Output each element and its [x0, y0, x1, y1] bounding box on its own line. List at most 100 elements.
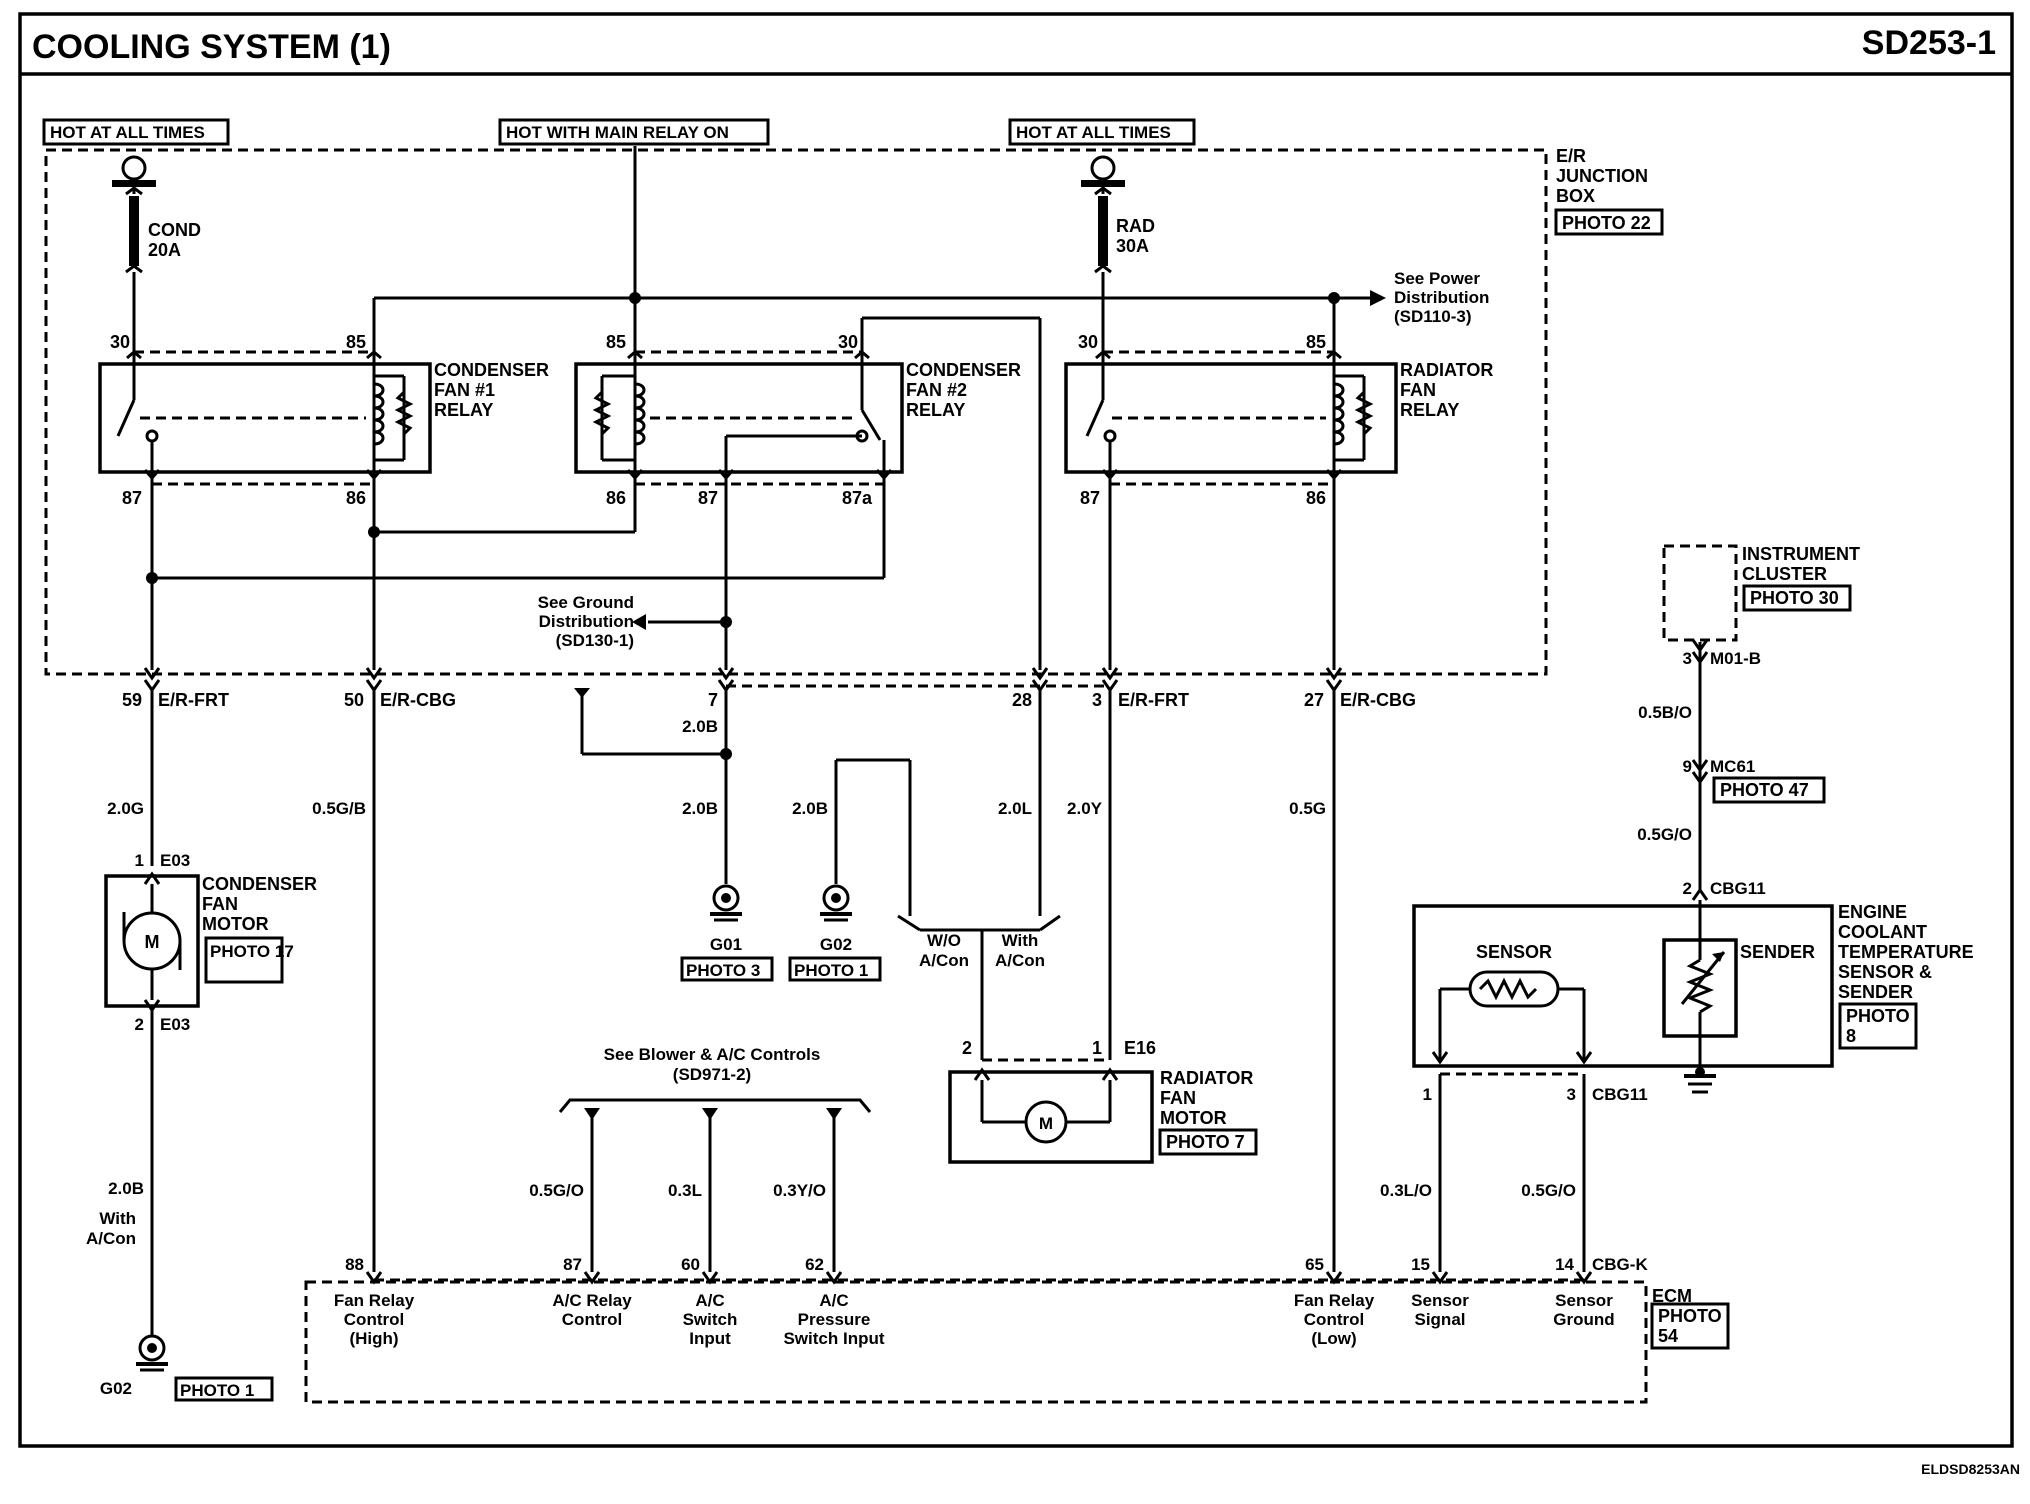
svg-text:PHOTO: PHOTO — [1658, 1306, 1722, 1326]
svg-text:15: 15 — [1411, 1255, 1430, 1274]
fuse-cond-20a: COND 20A — [112, 155, 201, 274]
connector-mc61: 9 MC61 PHOTO 47 — [1683, 757, 1826, 804]
svg-text:PHOTO: PHOTO — [1846, 1006, 1910, 1026]
svg-text:30: 30 — [110, 332, 130, 352]
svg-text:MC61: MC61 — [1710, 757, 1755, 776]
svg-text:See Blower & A/C Controls: See Blower & A/C Controls — [604, 1045, 821, 1064]
svg-text:MOTOR: MOTOR — [1160, 1108, 1227, 1128]
condenser-fan-2-relay: 85 30 86 87 87a CONDENSER FAN #2 RELAY — [574, 332, 1021, 508]
svg-text:Distribution: Distribution — [1394, 288, 1489, 307]
svg-text:CBG-K: CBG-K — [1592, 1255, 1648, 1274]
er-junction-box-outline — [44, 148, 1548, 676]
condenser-fan-1-relay: 30 85 87 86 CONDENSER FAN #1 RELAY — [98, 332, 549, 508]
svg-text:W/O: W/O — [927, 931, 961, 950]
svg-text:RELAY: RELAY — [1400, 400, 1459, 420]
svg-text:M: M — [1039, 1114, 1053, 1133]
svg-text:RELAY: RELAY — [434, 400, 493, 420]
svg-text:See Power: See Power — [1394, 269, 1480, 288]
svg-text:85: 85 — [606, 332, 626, 352]
lower-wiring — [150, 642, 1702, 1336]
svg-text:8: 8 — [1846, 1026, 1856, 1046]
svg-text:86: 86 — [346, 488, 366, 508]
svg-text:FAN: FAN — [202, 894, 238, 914]
instrument-cluster: INSTRUMENT CLUSTER PHOTO 30 3 M01-B — [1662, 544, 1860, 668]
svg-text:30: 30 — [1078, 332, 1098, 352]
svg-text:28: 28 — [1012, 690, 1032, 710]
svg-text:SENSOR &: SENSOR & — [1838, 962, 1932, 982]
svg-text:E03: E03 — [160, 851, 190, 870]
svg-text:Control: Control — [562, 1310, 622, 1329]
svg-text:G02: G02 — [100, 1379, 132, 1398]
svg-text:87: 87 — [122, 488, 142, 508]
svg-text:E03: E03 — [160, 1015, 190, 1034]
svg-text:RAD: RAD — [1116, 216, 1155, 236]
svg-text:54: 54 — [1658, 1326, 1678, 1346]
svg-text:PHOTO 47: PHOTO 47 — [1720, 780, 1809, 800]
svg-text:7: 7 — [708, 690, 718, 710]
figure-id: ELDSD8253AN — [1921, 1461, 2020, 1477]
svg-text:0.3L/O: 0.3L/O — [1380, 1181, 1432, 1200]
svg-text:3: 3 — [1092, 690, 1102, 710]
svg-text:20A: 20A — [148, 240, 181, 260]
svg-text:0.5B/O: 0.5B/O — [1638, 703, 1692, 722]
radiator-fan-motor: M 2 1 E16 RADIATOR FAN MOTOR PHOTO 7 — [948, 1038, 1258, 1164]
svg-text:CONDENSER: CONDENSER — [202, 874, 317, 894]
ground-g02: G02 PHOTO 1 — [788, 884, 882, 982]
svg-text:With: With — [99, 1209, 136, 1228]
hot-with-main-relay-on: HOT WITH MAIN RELAY ON — [506, 123, 729, 142]
hot-main-relay-box — [498, 118, 770, 146]
svg-text:E/R-CBG: E/R-CBG — [380, 690, 456, 710]
svg-text:2: 2 — [962, 1038, 972, 1058]
ect-sensor-sender: ENGINE COOLANT TEMPERATURE SENSOR & SEND… — [1412, 900, 1974, 1104]
svg-text:M01-B: M01-B — [1710, 649, 1761, 668]
svg-text:Signal: Signal — [1414, 1310, 1465, 1329]
svg-text:14: 14 — [1555, 1255, 1574, 1274]
svg-text:CONDENSER: CONDENSER — [906, 360, 1021, 380]
svg-text:A/Con: A/Con — [995, 951, 1045, 970]
svg-text:65: 65 — [1305, 1255, 1324, 1274]
svg-text:G02: G02 — [820, 935, 852, 954]
svg-text:0.5G/O: 0.5G/O — [1521, 1181, 1576, 1200]
svg-text:E16: E16 — [1124, 1038, 1156, 1058]
svg-text:INSTRUMENT: INSTRUMENT — [1742, 544, 1860, 564]
ecm: ECM PHOTO 54 — [304, 1280, 1730, 1404]
photo-22-box — [1554, 208, 1664, 236]
svg-text:(High): (High) — [349, 1329, 398, 1348]
svg-text:A/C: A/C — [695, 1291, 724, 1310]
svg-text:RELAY: RELAY — [906, 400, 965, 420]
svg-text:CBG11: CBG11 — [1592, 1085, 1648, 1104]
svg-text:A/Con: A/Con — [86, 1229, 136, 1248]
junction-box-label: E/R JUNCTION BOX PHOTO 22 — [1554, 146, 1664, 236]
ground-g02-left: G02 PHOTO 1 — [100, 1334, 274, 1402]
svg-text:0.5G/B: 0.5G/B — [312, 799, 366, 818]
svg-text:A/Con: A/Con — [919, 951, 969, 970]
svg-text:30: 30 — [838, 332, 858, 352]
svg-text:86: 86 — [1306, 488, 1326, 508]
radiator-fan-relay: 30 85 87 86 RADIATOR FAN RELAY — [1064, 332, 1493, 508]
svg-text:PHOTO 1: PHOTO 1 — [794, 961, 868, 980]
svg-text:COND: COND — [148, 220, 201, 240]
svg-text:Control: Control — [344, 1310, 404, 1329]
svg-text:9: 9 — [1683, 757, 1692, 776]
svg-text:0.3Y/O: 0.3Y/O — [773, 1181, 826, 1200]
svg-text:2: 2 — [135, 1015, 144, 1034]
svg-text:Pressure: Pressure — [798, 1310, 871, 1329]
wire-labels: 2.0G 0.5G/B 2.0B 2.0B 2.0B 2.0L 2.0Y 0.5… — [107, 703, 1692, 1200]
svg-text:87: 87 — [698, 488, 718, 508]
svg-text:2: 2 — [1683, 879, 1692, 898]
svg-text:SENDER: SENDER — [1838, 982, 1913, 1002]
svg-text:27: 27 — [1304, 690, 1324, 710]
svg-text:SENSOR: SENSOR — [1476, 942, 1552, 962]
svg-text:E/R-FRT: E/R-FRT — [1118, 690, 1189, 710]
svg-text:PHOTO 22: PHOTO 22 — [1562, 213, 1651, 233]
svg-text:2.0Y: 2.0Y — [1067, 799, 1103, 818]
svg-text:87: 87 — [1080, 488, 1100, 508]
connector-cbg11-top: 2 CBG11 — [1683, 879, 1766, 901]
svg-text:BOX: BOX — [1556, 186, 1595, 206]
ground-g01: G01 PHOTO 3 — [680, 884, 774, 982]
ecm-pins: 88 Fan Relay Control (High) 87 A/C Relay… — [334, 1255, 1649, 1348]
svg-text:CLUSTER: CLUSTER — [1742, 564, 1827, 584]
svg-text:ENGINE: ENGINE — [1838, 902, 1907, 922]
svg-text:Distribution: Distribution — [539, 612, 634, 631]
svg-text:CBG11: CBG11 — [1710, 879, 1766, 898]
